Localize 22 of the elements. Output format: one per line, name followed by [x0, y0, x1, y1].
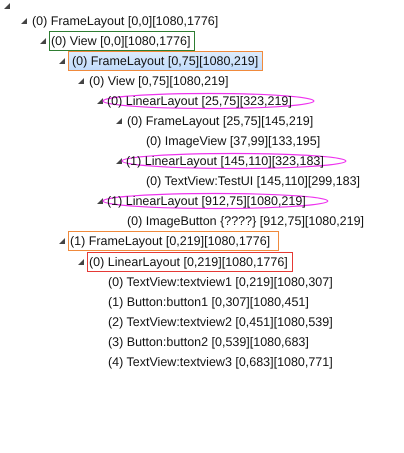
tree-item-outline	[87, 252, 293, 272]
tree-item-label: (0) LinearLayout [0,219][1080,1776]	[89, 254, 288, 271]
ellipse-highlight	[103, 191, 328, 211]
tree-item-label: (2) TextView:textview2 [0,451][1080,539]	[108, 314, 333, 331]
tree-item-outline	[68, 231, 280, 251]
ellipse-highlight	[122, 151, 346, 171]
tree-item-label: (0) FrameLayout [0,75][1080,219]	[72, 53, 258, 70]
tree-item-label: (0) View [0,0][1080,1776]	[51, 33, 190, 50]
tree-item-label: (3) Button:button2 [0,539][1080,683]	[108, 334, 309, 351]
tree-item-label: (0) View [0,75][1080,219]	[89, 73, 228, 90]
tree-item-label: (4) TextView:textview3 [0,683][1080,771]	[108, 354, 333, 371]
tree-item-label: (0) TextView:textview1 [0,219][1080,307]	[108, 274, 333, 291]
tree-item-label: (1) Button:button1 [0,307][1080,451]	[108, 294, 309, 311]
selected-tree-item	[68, 51, 264, 71]
tree-item-label: (0) FrameLayout [0,0][1080,1776]	[32, 13, 218, 30]
tree-item-label: (0) ImageView [37,99][133,195]	[146, 133, 320, 150]
tree-item-label: (0) TextView:TestUI [145,110][299,183]	[146, 173, 360, 190]
tree-item-outline	[49, 31, 196, 51]
ellipse-highlight	[103, 91, 314, 111]
tree-item-label: (0) ImageButton {????} [912,75][1080,219]	[127, 213, 364, 230]
tree-item-label: (1) FrameLayout [0,219][1080,1776]	[70, 233, 270, 250]
tree-item-label: (0) FrameLayout [25,75][145,219]	[127, 113, 314, 130]
